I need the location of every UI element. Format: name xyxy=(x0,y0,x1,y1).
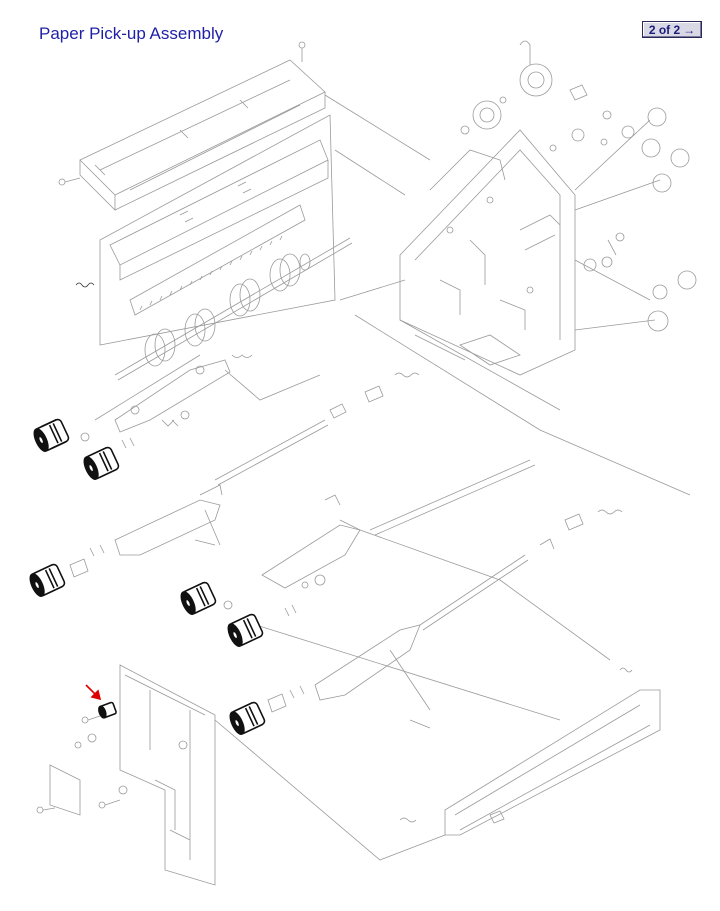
roller-shaft-assembly xyxy=(114,237,353,381)
page-title: Paper Pick-up Assembly xyxy=(39,24,224,43)
pickup-roller-5 xyxy=(227,613,264,647)
main-side-frame xyxy=(399,129,576,376)
pickup-roller-6 xyxy=(229,701,266,735)
red-callout-arrow-icon xyxy=(85,684,102,701)
pickup-arm-1 xyxy=(80,354,420,486)
page-indicator: 2 of 2 xyxy=(648,22,681,37)
arrow-right-icon: → xyxy=(683,22,696,37)
highlighted-bushing xyxy=(98,701,117,719)
lower-rail xyxy=(399,667,661,836)
gear-set xyxy=(460,40,697,332)
top-cover-plate xyxy=(58,41,326,211)
pickup-roller-1 xyxy=(33,418,70,452)
pickup-arm-3 xyxy=(267,554,529,729)
next-page-button[interactable]: 2 of 2 → xyxy=(642,21,702,38)
upper-roller-frame xyxy=(99,114,336,346)
small-spring xyxy=(75,282,95,288)
pickup-roller-4 xyxy=(180,581,217,615)
pickup-roller-2 xyxy=(83,446,120,480)
pickup-arm-2 xyxy=(69,459,623,617)
lower-side-plate xyxy=(36,664,216,886)
pickup-roller-3 xyxy=(29,563,66,597)
